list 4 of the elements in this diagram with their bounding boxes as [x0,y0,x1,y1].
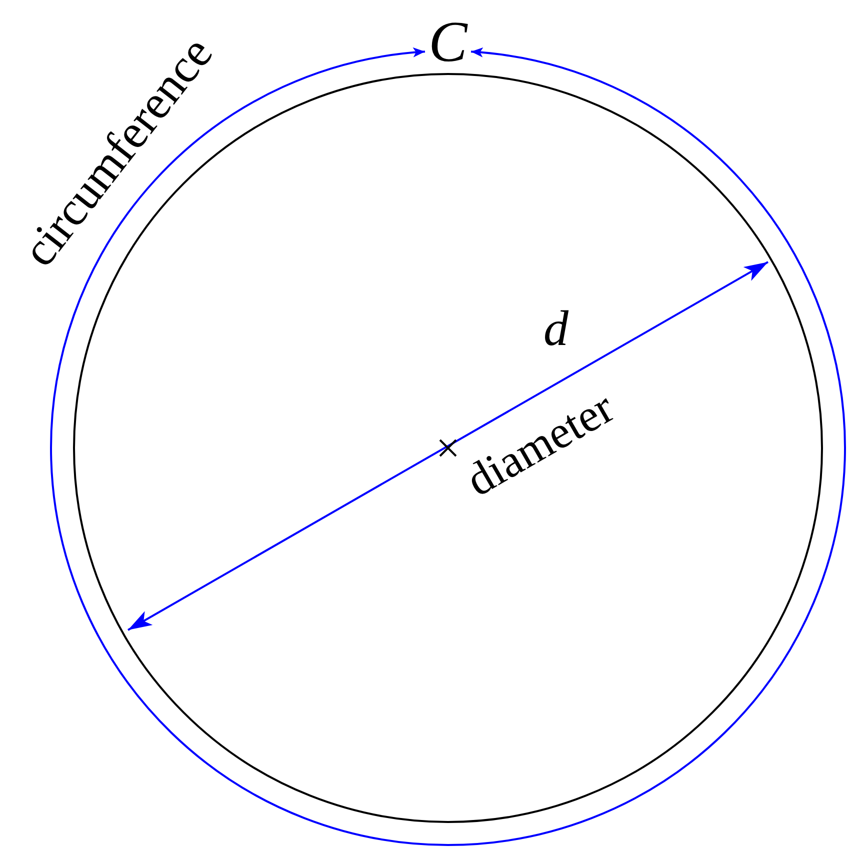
arrow [50,48,448,846]
arrow [448,48,846,846]
diameter-symbol: d [544,303,568,353]
circumference-symbol: C [425,12,471,72]
